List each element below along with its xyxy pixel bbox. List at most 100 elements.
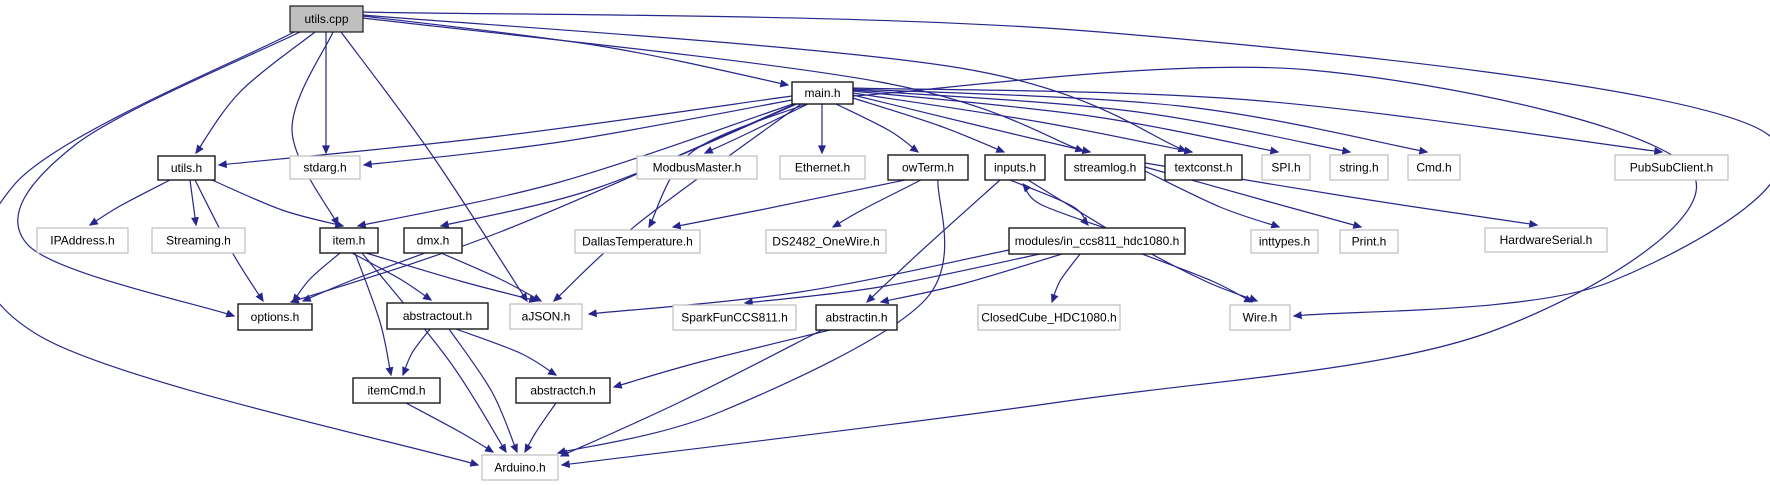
node-box-abstractout-h[interactable]: [386, 302, 489, 330]
node-inttypes-h[interactable]: inttypes.h: [1250, 229, 1319, 254]
node-streamlog-h[interactable]: streamlog.h: [1064, 154, 1146, 181]
node-spi-h[interactable]: SPI.h: [1261, 154, 1311, 181]
node-label-streaming-h: Streaming.h: [166, 234, 231, 248]
node-box-closedcube-hdc1080-h[interactable]: [977, 304, 1121, 331]
edge-item_h-to-itemcmd_h: [354, 252, 394, 377]
node-hardwareserial-h[interactable]: HardwareSerial.h: [1484, 227, 1608, 253]
node-ipaddress-h[interactable]: IPAddress.h: [36, 227, 129, 254]
node-owterm-h[interactable]: owTerm.h: [887, 154, 969, 181]
edge-owterm_h-to-dallastemperature_h: [671, 179, 906, 230]
node-box-main-h[interactable]: [791, 81, 854, 105]
node-stdarg-h[interactable]: stdarg.h: [289, 155, 361, 180]
node-box-spi-h[interactable]: [1261, 154, 1311, 181]
node-string-h[interactable]: string.h: [1329, 154, 1389, 181]
edge-utils_h-to-ipaddress_h: [88, 179, 171, 226]
node-box-ipaddress-h[interactable]: [36, 227, 129, 254]
node-box-cmd-h[interactable]: [1407, 154, 1461, 181]
node-box-inputs-h[interactable]: [984, 154, 1046, 181]
node-box-ajson-h[interactable]: [509, 303, 583, 330]
node-label-ajson-h: aJSON.h: [522, 310, 571, 324]
node-itemcmd-h[interactable]: itemCmd.h: [352, 377, 441, 404]
node-box-utils-cpp[interactable]: [289, 5, 364, 33]
node-box-print-h[interactable]: [1339, 229, 1399, 254]
edge-main_h-to-dallastemperature_h: [648, 103, 807, 229]
node-box-ds2482-onewire-h[interactable]: [765, 229, 887, 254]
node-textconst-h[interactable]: textconst.h: [1164, 154, 1243, 181]
node-box-pubsubclient-h[interactable]: [1614, 154, 1729, 181]
node-modules-in-ccs811-hdc1080-h[interactable]: modules/in_ccs811_hdc1080.h: [1008, 227, 1186, 255]
node-box-dmx-h[interactable]: [403, 227, 463, 254]
node-box-streaming-h[interactable]: [151, 227, 246, 254]
node-box-modules-in-ccs811-hdc1080-h[interactable]: [1008, 227, 1186, 255]
edge-dmx_h-to-options_h: [301, 252, 426, 302]
node-box-string-h[interactable]: [1329, 154, 1389, 181]
edge-modules_in_ccs811_hdc1080_h-to-wire_h: [1141, 253, 1254, 303]
node-inputs-h[interactable]: inputs.h: [984, 154, 1046, 181]
edge-streamlog_h-to-inttypes_h: [1144, 170, 1281, 229]
node-main-h[interactable]: main.h: [791, 81, 854, 105]
edge-utils_cpp-to-streamlog_h: [362, 17, 1085, 153]
node-label-dmx-h: dmx.h: [417, 234, 450, 248]
edge-utils_cpp-to-textconst_h: [362, 14, 1188, 153]
node-label-textconst-h: textconst.h: [1174, 161, 1232, 175]
node-box-owterm-h[interactable]: [887, 154, 969, 181]
node-label-itemcmd-h: itemCmd.h: [367, 384, 425, 398]
node-box-sparkfunccs811-h[interactable]: [672, 304, 797, 331]
node-ajson-h[interactable]: aJSON.h: [509, 303, 583, 330]
node-box-abstractin-h[interactable]: [815, 304, 898, 331]
node-label-closedcube-hdc1080-h: ClosedCube_HDC1080.h: [981, 311, 1116, 325]
edge-utils_cpp-to-ajson_h: [340, 31, 528, 303]
node-label-arduino-h: Arduino.h: [494, 461, 545, 475]
edge-utils_cpp-to-wire_h: [362, 11, 1770, 320]
node-utils-cpp[interactable]: utils.cpp: [289, 5, 364, 33]
node-label-pubsubclient-h: PubSubClient.h: [1630, 161, 1713, 175]
node-dallastemperature-h[interactable]: DallasTemperature.h: [574, 229, 701, 254]
node-box-ethernet-h[interactable]: [779, 155, 866, 180]
node-abstractout-h[interactable]: abstractout.h: [386, 302, 489, 330]
node-box-abstractch-h[interactable]: [515, 377, 611, 404]
node-streaming-h[interactable]: Streaming.h: [151, 227, 246, 254]
node-utils-h[interactable]: utils.h: [157, 155, 216, 181]
node-dmx-h[interactable]: dmx.h: [403, 227, 463, 254]
node-box-textconst-h[interactable]: [1164, 154, 1243, 181]
node-box-dallastemperature-h[interactable]: [574, 229, 701, 254]
node-abstractin-h[interactable]: abstractin.h: [815, 304, 898, 331]
edge-main_h-to-spi_h: [852, 90, 1280, 155]
node-abstractch-h[interactable]: abstractch.h: [515, 377, 611, 404]
node-cmd-h[interactable]: Cmd.h: [1407, 154, 1461, 181]
node-modbusmaster-h[interactable]: ModbusMaster.h: [636, 155, 758, 180]
node-box-options-h[interactable]: [237, 303, 313, 331]
node-ethernet-h[interactable]: Ethernet.h: [779, 155, 866, 180]
node-wire-h[interactable]: Wire.h: [1229, 304, 1291, 331]
edge-modules_in_ccs811_hdc1080_h-to-closedcube_hdc1080_h: [1051, 253, 1081, 304]
edge-main_h-to-owterm_h: [835, 103, 920, 153]
node-label-stdarg-h: stdarg.h: [303, 161, 346, 175]
node-box-hardwareserial-h[interactable]: [1484, 227, 1608, 253]
node-label-ethernet-h: Ethernet.h: [795, 161, 850, 175]
node-box-item-h[interactable]: [319, 227, 379, 254]
node-item-h[interactable]: item.h: [319, 227, 379, 254]
edge-abstractout_h-to-arduino_h: [448, 328, 518, 454]
node-sparkfunccs811-h[interactable]: SparkFunCCS811.h: [672, 304, 797, 331]
node-arduino-h[interactable]: Arduino.h: [481, 454, 559, 481]
node-box-utils-h[interactable]: [157, 155, 216, 181]
node-print-h[interactable]: Print.h: [1339, 229, 1399, 254]
node-pubsubclient-h[interactable]: PubSubClient.h: [1614, 154, 1729, 181]
node-box-wire-h[interactable]: [1229, 304, 1291, 331]
node-options-h[interactable]: options.h: [237, 303, 313, 331]
node-ds2482-onewire-h[interactable]: DS2482_OneWire.h: [765, 229, 887, 254]
node-label-utils-cpp: utils.cpp: [304, 12, 348, 26]
node-box-arduino-h[interactable]: [481, 454, 559, 481]
edge-utils_h-to-item_h: [211, 179, 345, 228]
node-label-item-h: item.h: [333, 234, 366, 248]
edge-item_h-to-abstractout_h: [351, 252, 433, 301]
node-box-itemcmd-h[interactable]: [352, 377, 441, 404]
node-box-modbusmaster-h[interactable]: [636, 155, 758, 180]
node-box-inttypes-h[interactable]: [1250, 229, 1319, 254]
edge-main_h-to-inputs_h: [852, 97, 1006, 153]
node-box-streamlog-h[interactable]: [1064, 154, 1146, 181]
node-box-stdarg-h[interactable]: [289, 155, 361, 180]
node-closedcube-hdc1080-h[interactable]: ClosedCube_HDC1080.h: [977, 304, 1121, 331]
node-label-inputs-h: inputs.h: [994, 161, 1036, 175]
